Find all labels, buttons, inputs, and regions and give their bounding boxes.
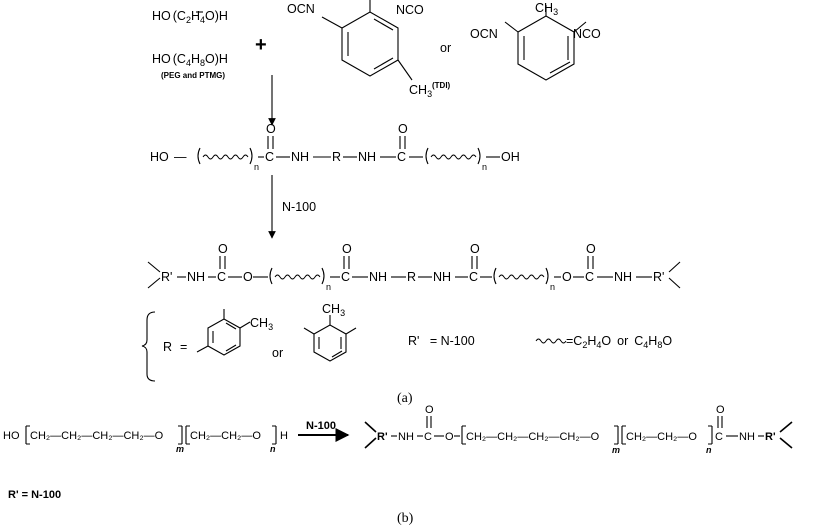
caption-a: (a) (397, 391, 413, 406)
svg-text:O: O (342, 242, 352, 256)
svg-text:O: O (425, 404, 434, 416)
svg-text:R: R (407, 270, 416, 284)
svg-text:NH: NH (739, 431, 755, 443)
part-b-product: R' NH C O O CH₂—CH₂—CH₂—CH₂—O m CH₂—CH₂—… (364, 404, 793, 455)
svg-text:O: O (398, 122, 408, 136)
svg-text:CH₂—CH₂—O: CH₂—CH₂—O (190, 430, 261, 442)
plus-sign: + (255, 34, 267, 56)
part-b-reactant: HO CH₂—CH₂—CH₂—CH₂—O m CH₂—CH₂—O n H (3, 425, 288, 454)
svg-text:R: R (163, 340, 172, 354)
svg-text:CH3: CH3 (535, 1, 558, 17)
svg-text:m: m (612, 445, 620, 455)
svg-text:OCN: OCN (470, 27, 498, 41)
svg-text:or: or (272, 346, 283, 360)
svg-text:n: n (270, 444, 276, 454)
n100-reagent-label: N-100 (282, 200, 316, 214)
svg-text:HO: HO (3, 430, 20, 442)
svg-text:R': R' (653, 270, 664, 284)
svg-text:NH: NH (187, 270, 205, 284)
svg-text:NH: NH (369, 270, 387, 284)
svg-text:O: O (243, 270, 253, 284)
svg-text:n: n (254, 162, 259, 172)
svg-text:CH3: CH3 (409, 83, 432, 99)
prepolymer-structure: HO — n C O NH R NH C O n OH (150, 122, 520, 172)
svg-text:C: C (469, 270, 478, 284)
svg-text:OH: OH (501, 150, 520, 164)
svg-text:C: C (265, 150, 274, 164)
svg-text:R': R' (765, 431, 776, 443)
polyol-label: (PEG and PTMG) (161, 71, 225, 80)
svg-text:n: n (326, 282, 331, 292)
polyol-formulas: HO(C2H4O)H HO(C4H8O)H (PEG and PTMG) (152, 9, 228, 80)
svg-text:O: O (266, 122, 276, 136)
svg-text:n: n (550, 282, 555, 292)
svg-text:O: O (562, 270, 572, 284)
svg-text:C: C (715, 431, 723, 443)
svg-text:C: C (585, 270, 594, 284)
svg-text:R' = N-100: R' = N-100 (408, 334, 475, 348)
svg-text:NH: NH (358, 150, 376, 164)
svg-text:=: = (180, 340, 187, 354)
r-prime-definition-b: R' = N-100 (8, 489, 61, 501)
svg-text:—: — (174, 150, 187, 164)
tdi-26-structure: OCN CH3 NCO (470, 1, 601, 81)
svg-text:C: C (217, 270, 226, 284)
nco-label: NCO (396, 3, 424, 17)
svg-text:CH₂—CH₂—CH₂—CH₂—O: CH₂—CH₂—CH₂—CH₂—O (30, 430, 164, 442)
svg-text:O: O (716, 404, 725, 416)
svg-text:NH: NH (614, 270, 632, 284)
svg-text:R': R' (377, 431, 388, 443)
svg-text:R: R (332, 150, 341, 164)
svg-text:C: C (424, 431, 432, 443)
svg-text:CH3: CH3 (322, 302, 345, 318)
ocn-label: OCN (287, 2, 315, 16)
svg-text:O: O (218, 242, 228, 256)
n100-reagent-label-b: N-100 (306, 420, 336, 432)
svg-text:NH: NH (291, 150, 309, 164)
svg-text:C: C (341, 270, 350, 284)
svg-text:C: C (397, 150, 406, 164)
svg-text:O: O (445, 431, 454, 443)
svg-text:HO: HO (150, 150, 169, 164)
svg-text:NH: NH (433, 270, 451, 284)
network-structure: R' NH C O O n C O NH R NH C O n (147, 242, 681, 292)
svg-text:CH₂—CH₂—CH₂—CH₂—O: CH₂—CH₂—CH₂—CH₂—O (466, 431, 600, 443)
svg-text:NH: NH (398, 431, 414, 443)
svg-text:CH3: CH3 (250, 316, 273, 332)
svg-text:R': R' (161, 270, 172, 284)
svg-text:HO(C4H8O)H: HO(C4H8O)H (152, 52, 228, 68)
svg-text:CH₂—CH₂—O: CH₂—CH₂—O (626, 431, 697, 443)
svg-text:HO(C2H4O)H: HO(C2H4O)H (152, 9, 228, 25)
svg-text:m: m (176, 444, 184, 454)
tdi-24-structure: OCN NCO CH3 (287, 0, 432, 99)
svg-text:NCO: NCO (573, 27, 601, 41)
caption-b: (b) (397, 511, 414, 526)
svg-text:H: H (280, 430, 288, 442)
svg-text:O: O (470, 242, 480, 256)
svg-text:n: n (706, 445, 712, 455)
or-label: or (440, 41, 451, 55)
svg-text:O: O (586, 242, 596, 256)
tdi-label: (TDI) (432, 81, 451, 90)
svg-text:n: n (482, 162, 487, 172)
